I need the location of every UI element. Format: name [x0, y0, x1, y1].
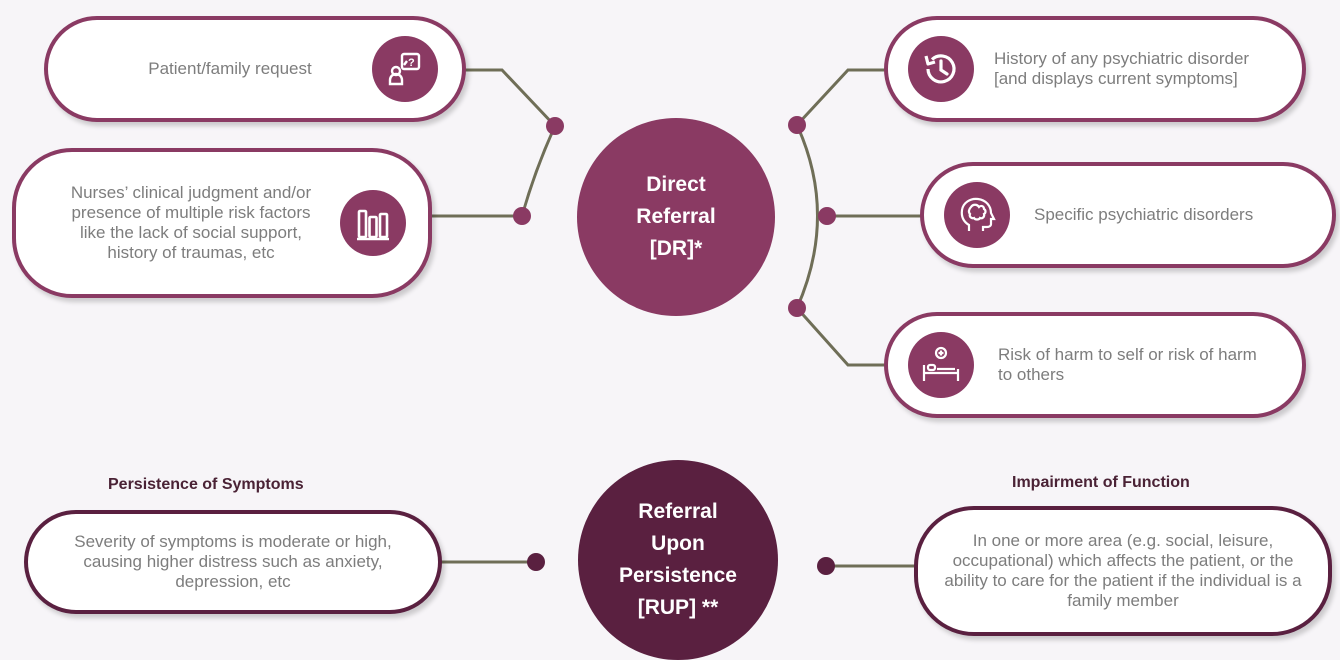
connector-left-arc: [520, 125, 557, 217]
impairment-title: Impairment of Function: [1012, 474, 1190, 491]
persistence-text: Severity of symptoms is moderate or high…: [74, 532, 392, 591]
connector-right-arc: [795, 124, 819, 309]
node-dot: [513, 207, 531, 225]
history-clock-icon: [908, 36, 974, 102]
referral-upon-persistence-hub: Referral Upon Persistence [RUP] **: [578, 460, 778, 660]
impairment-text: In one or more area (e.g. social, leisur…: [944, 531, 1302, 610]
hospital-bed-icon: [908, 332, 974, 398]
hub-line: Referral: [638, 500, 718, 523]
hub-line: Persistence: [619, 564, 737, 587]
psychiatric-history-text: History of any psychiatric disorder [and…: [994, 49, 1250, 88]
hub-line: Upon: [651, 532, 705, 555]
psychiatric-history-pill: History of any psychiatric disorder [and…: [884, 16, 1306, 122]
hub-line: [RUP] **: [637, 596, 719, 619]
risk-of-harm-pill: Risk of harm to self or risk of harm to …: [884, 312, 1306, 418]
question-person-icon: ?: [372, 36, 438, 102]
specific-disorders-pill: Specific psychiatric disorders: [920, 162, 1336, 268]
hub-line: Referral: [636, 205, 716, 228]
node-dot: [788, 299, 806, 317]
node-dot: [788, 116, 806, 134]
nurses-judgment-pill: Nurses’ clinical judgment and/or presenc…: [12, 148, 432, 298]
patient-request-text: Patient/family request: [148, 59, 312, 78]
persistence-pill: Severity of symptoms is moderate or high…: [24, 510, 442, 614]
hub-line: Direct: [646, 173, 706, 196]
risk-of-harm-text: Risk of harm to self or risk of harm to …: [998, 345, 1257, 384]
node-dot: [818, 207, 836, 225]
persistence-title: Persistence of Symptoms: [108, 476, 304, 493]
connector-patient-request: [465, 68, 557, 128]
specific-disorders-text: Specific psychiatric disorders: [1034, 205, 1254, 224]
svg-text:?: ?: [408, 57, 415, 69]
node-dot: [817, 557, 835, 575]
hub-line: [DR]*: [649, 237, 703, 260]
direct-referral-hub: Direct Referral [DR]*: [577, 118, 775, 316]
impairment-pill: In one or more area (e.g. social, leisur…: [914, 506, 1332, 636]
connector-history: [795, 68, 885, 127]
node-dot: [527, 553, 545, 571]
connector-risk-harm: [795, 306, 885, 367]
patient-request-pill: Patient/family request ?: [44, 16, 466, 122]
bar-chart-icon: [340, 190, 406, 256]
brain-head-icon: [944, 182, 1010, 248]
nurses-judgment-text: Nurses’ clinical judgment and/or presenc…: [70, 183, 312, 262]
node-dot: [546, 117, 564, 135]
